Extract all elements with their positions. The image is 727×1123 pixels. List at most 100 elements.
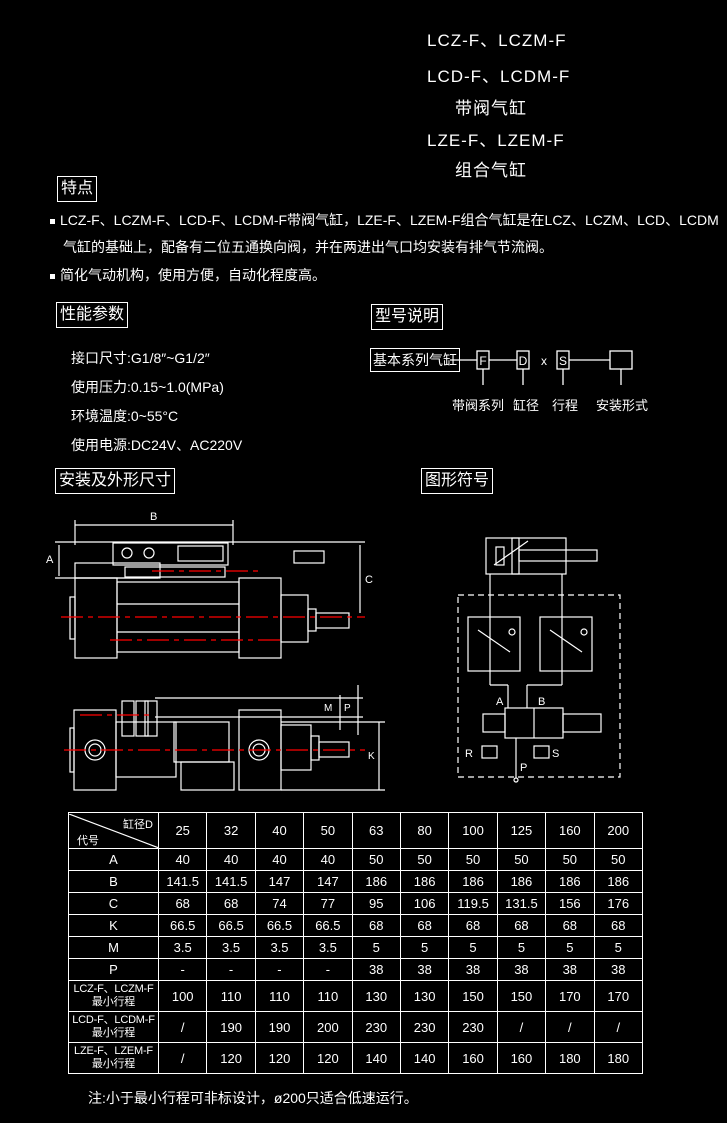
row-label: M bbox=[68, 936, 159, 959]
pneumatic-symbol-diagram: A B R S P bbox=[457, 537, 621, 783]
table-cell: 150 bbox=[496, 980, 547, 1012]
dim-m: M bbox=[324, 703, 332, 714]
table-cell: 119.5 bbox=[448, 892, 498, 915]
model-heading: 型号说明 bbox=[371, 304, 444, 330]
table-cell: 68 bbox=[399, 914, 450, 937]
table-cell: 147 bbox=[254, 870, 305, 893]
row-label: B bbox=[68, 870, 159, 893]
table-cell: 38 bbox=[399, 958, 450, 981]
table-cell: - bbox=[157, 958, 208, 981]
table-cell: 230 bbox=[399, 1011, 450, 1043]
table-cell: 190 bbox=[206, 1011, 256, 1043]
table-cell: 141.5 bbox=[157, 870, 208, 893]
table-cell: 40 bbox=[303, 848, 353, 871]
table-cell: 156 bbox=[545, 892, 595, 915]
table-cell: 141.5 bbox=[206, 870, 256, 893]
column-header: 160 bbox=[545, 812, 595, 849]
table-cell: 106 bbox=[399, 892, 450, 915]
code-d: D bbox=[519, 354, 528, 368]
column-header: 40 bbox=[254, 812, 305, 849]
table-cell: 140 bbox=[399, 1042, 450, 1074]
features-heading: 特点 bbox=[57, 176, 98, 202]
row-label-min-stroke: 最小行程 bbox=[91, 1058, 136, 1070]
spec-pressure: 使用压力:0.15~1.0(MPa) bbox=[71, 379, 224, 395]
table-cell: 3.5 bbox=[206, 936, 256, 959]
column-header: 80 bbox=[399, 812, 450, 849]
table-cell: 38 bbox=[545, 958, 595, 981]
table-cell: 170 bbox=[545, 980, 595, 1012]
label-mounting: 安装形式 bbox=[596, 398, 649, 413]
table-cell: 5 bbox=[351, 936, 401, 959]
performance-heading: 性能参数 bbox=[56, 302, 129, 328]
table-cell: 120 bbox=[303, 1042, 353, 1074]
row-label-min-stroke: 最小行程 bbox=[91, 996, 136, 1008]
table-note: 注:小于最小行程可非标设计，ø200只适合低速运行。 bbox=[88, 1090, 418, 1106]
table-cell: 230 bbox=[448, 1011, 498, 1043]
table-cell: 68 bbox=[206, 892, 256, 915]
table-cell: 186 bbox=[351, 870, 401, 893]
label-stroke: 行程 bbox=[552, 398, 579, 413]
table-cell: 50 bbox=[496, 848, 547, 871]
table-corner-cell: 缸径D 代号 bbox=[68, 812, 159, 849]
table-cell: 186 bbox=[545, 870, 595, 893]
table-cell: 160 bbox=[448, 1042, 498, 1074]
table-cell: 186 bbox=[448, 870, 498, 893]
table-cell: 68 bbox=[157, 892, 208, 915]
port-r: R bbox=[465, 748, 473, 760]
model-code-diagram: F D x S bbox=[450, 350, 633, 385]
table-cell: 5 bbox=[545, 936, 595, 959]
corner-bore-label: 缸径D bbox=[123, 817, 153, 831]
table-cell: 140 bbox=[351, 1042, 401, 1074]
port-a: A bbox=[496, 696, 504, 708]
table-cell: 68 bbox=[545, 914, 595, 937]
table-cell: 150 bbox=[448, 980, 498, 1012]
table-cell: / bbox=[545, 1011, 595, 1043]
row-label-model: LCZ-F、LCZM-F bbox=[73, 983, 154, 995]
table-cell: 50 bbox=[399, 848, 450, 871]
table-cell: 130 bbox=[351, 980, 401, 1012]
table-cell: / bbox=[496, 1011, 547, 1043]
feature-item-1-cont: 气缸的基础上，配备有二位五通换向阀，并在两进出气口均安装有排气节流阀。 bbox=[63, 239, 553, 255]
subtitle-valve-cylinder: 带阀气缸 bbox=[455, 99, 527, 118]
table-cell: 3.5 bbox=[254, 936, 305, 959]
table-cell: 190 bbox=[254, 1011, 305, 1043]
table-cell: 3.5 bbox=[157, 936, 208, 959]
table-cell: 38 bbox=[448, 958, 498, 981]
spec-port-size: 接口尺寸:G1/8″~G1/2″ bbox=[71, 350, 210, 366]
table-cell: 186 bbox=[593, 870, 644, 893]
table-cell: - bbox=[303, 958, 353, 981]
label-valve-series: 带阀系列 bbox=[452, 398, 505, 413]
table-cell: 170 bbox=[593, 980, 644, 1012]
cylinder-dimension-drawing: B A C M P K bbox=[46, 511, 385, 791]
column-header: 25 bbox=[157, 812, 208, 849]
table-cell: 100 bbox=[157, 980, 208, 1012]
table-cell: 120 bbox=[254, 1042, 305, 1074]
table-cell: 68 bbox=[448, 914, 498, 937]
model-title-1: LCZ-F、LCZM-F bbox=[427, 31, 567, 50]
port-b: B bbox=[538, 696, 545, 708]
dim-p: P bbox=[344, 703, 351, 714]
table-cell: 5 bbox=[593, 936, 644, 959]
table-cell: / bbox=[157, 1042, 208, 1074]
table-cell: 50 bbox=[448, 848, 498, 871]
row-label-model: LZE-F、LZEM-F bbox=[74, 1045, 153, 1057]
table-cell: 40 bbox=[157, 848, 208, 871]
column-header: 125 bbox=[496, 812, 547, 849]
symbol-heading: 图形符号 bbox=[421, 468, 494, 494]
table-cell: 230 bbox=[351, 1011, 401, 1043]
row-label: K bbox=[68, 914, 159, 937]
table-cell: 186 bbox=[399, 870, 450, 893]
table-cell: 180 bbox=[593, 1042, 644, 1074]
row-label: P bbox=[68, 958, 159, 981]
install-heading: 安装及外形尺寸 bbox=[55, 468, 176, 494]
port-s: S bbox=[552, 748, 559, 760]
table-cell: 5 bbox=[448, 936, 498, 959]
model-title-3: LZE-F、LZEM-F bbox=[427, 131, 565, 150]
table-cell: 131.5 bbox=[496, 892, 547, 915]
table-cell: 5 bbox=[399, 936, 450, 959]
